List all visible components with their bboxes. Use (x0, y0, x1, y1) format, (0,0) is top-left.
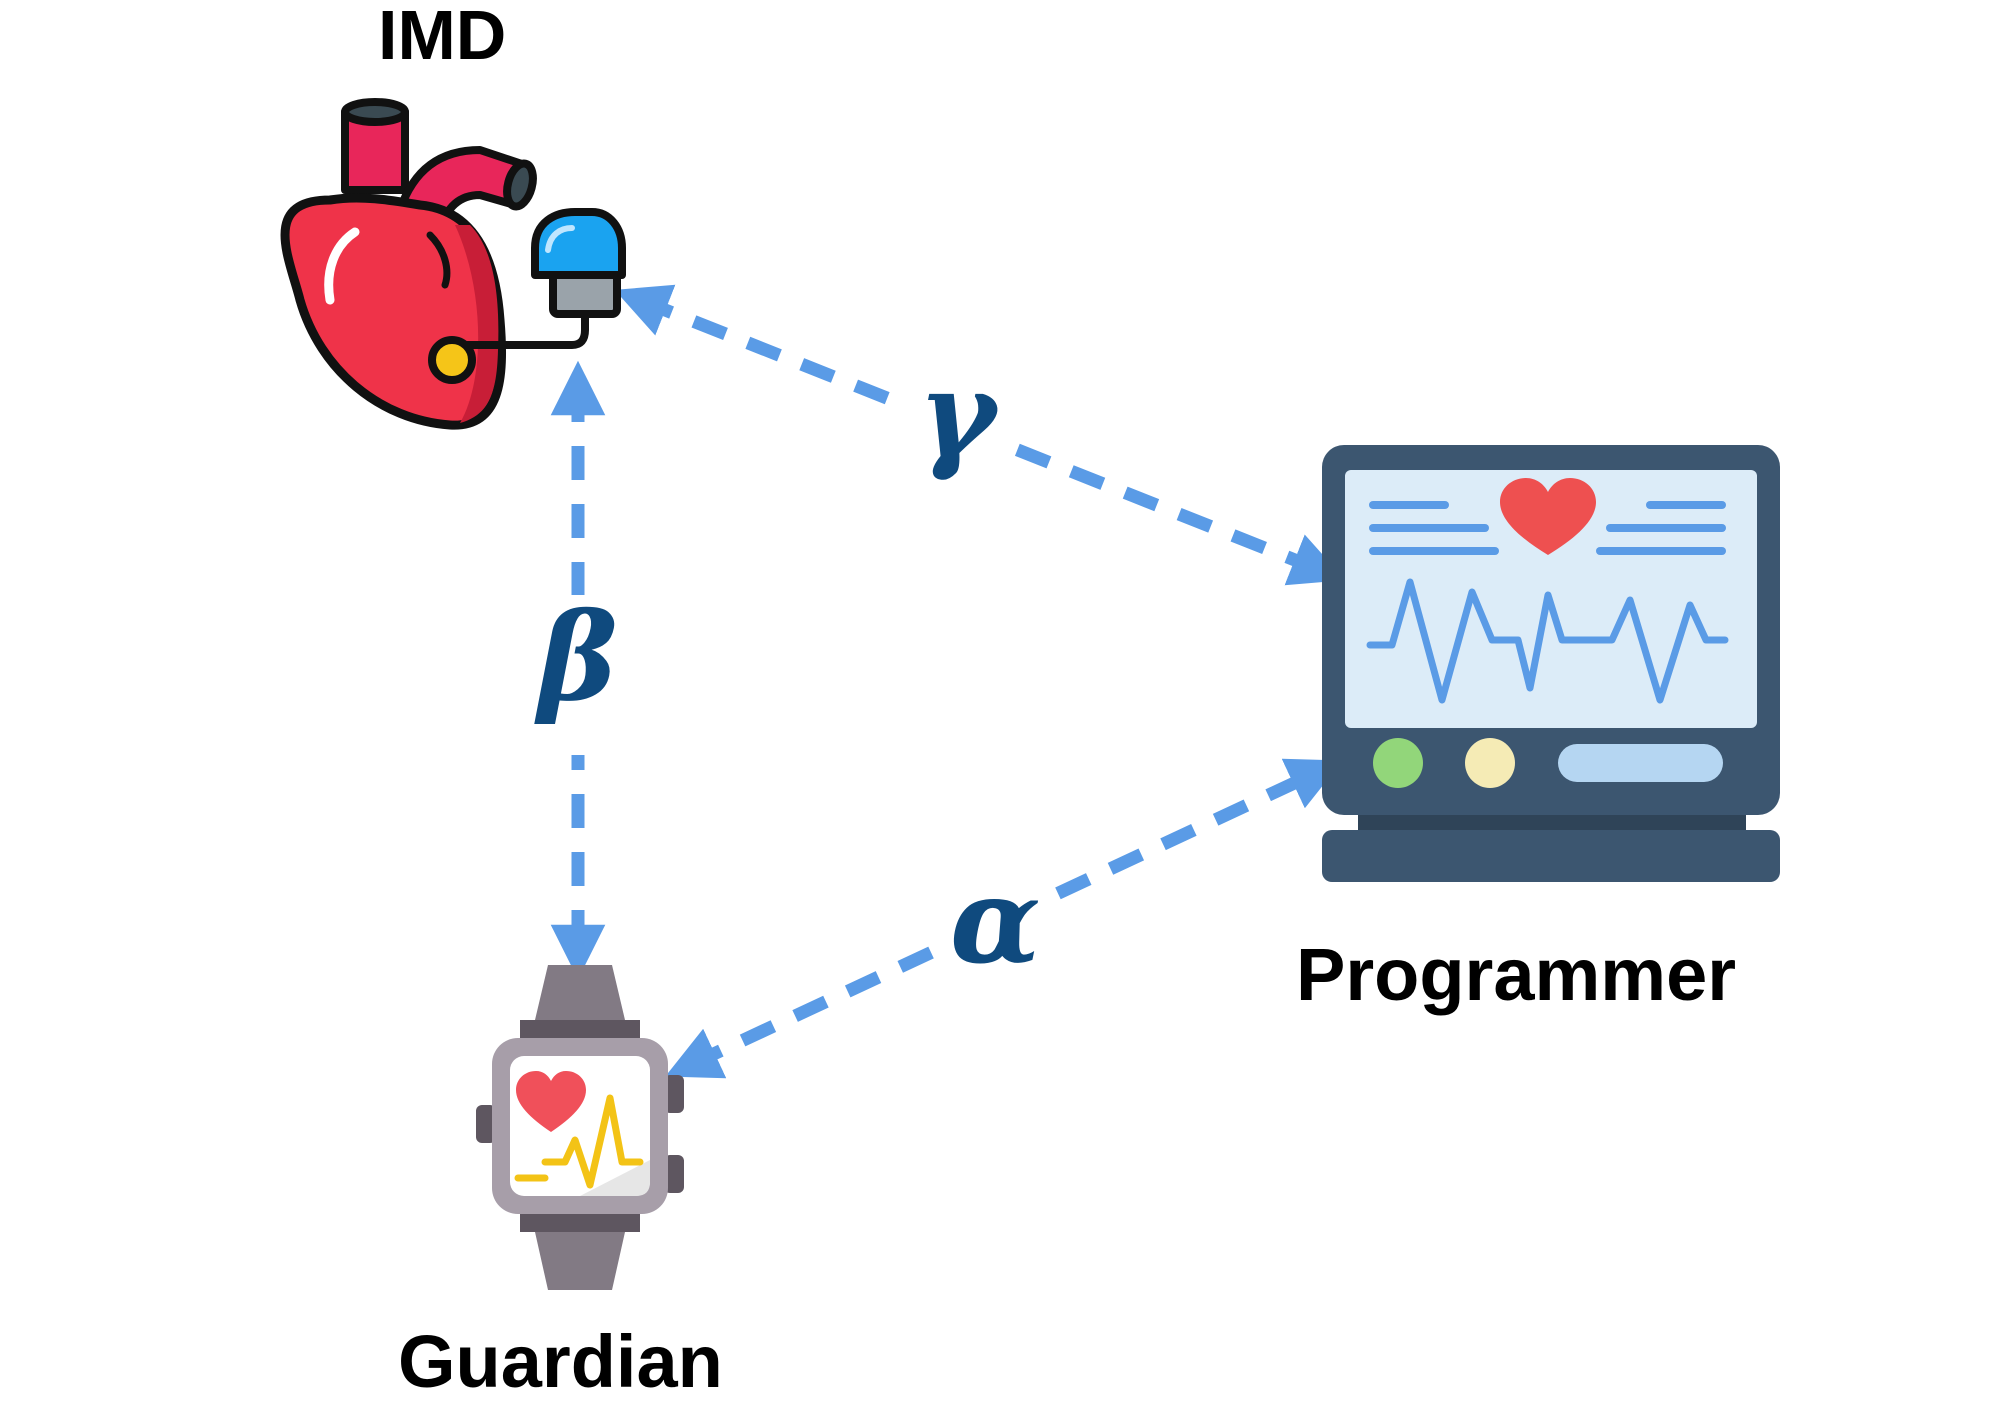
edge-label-beta: β (538, 587, 618, 728)
heart-pacemaker-icon (280, 98, 626, 430)
node-label-guardian: Guardian (398, 1320, 723, 1403)
smartwatch-icon (476, 965, 684, 1290)
monitor-icon (1322, 445, 1780, 882)
edge-label-alpha: α (950, 851, 1041, 990)
node-label-programmer: Programmer (1296, 933, 1737, 1016)
edge-label-gamma: γ (918, 344, 996, 483)
node-label-imd: IMD (378, 0, 507, 74)
